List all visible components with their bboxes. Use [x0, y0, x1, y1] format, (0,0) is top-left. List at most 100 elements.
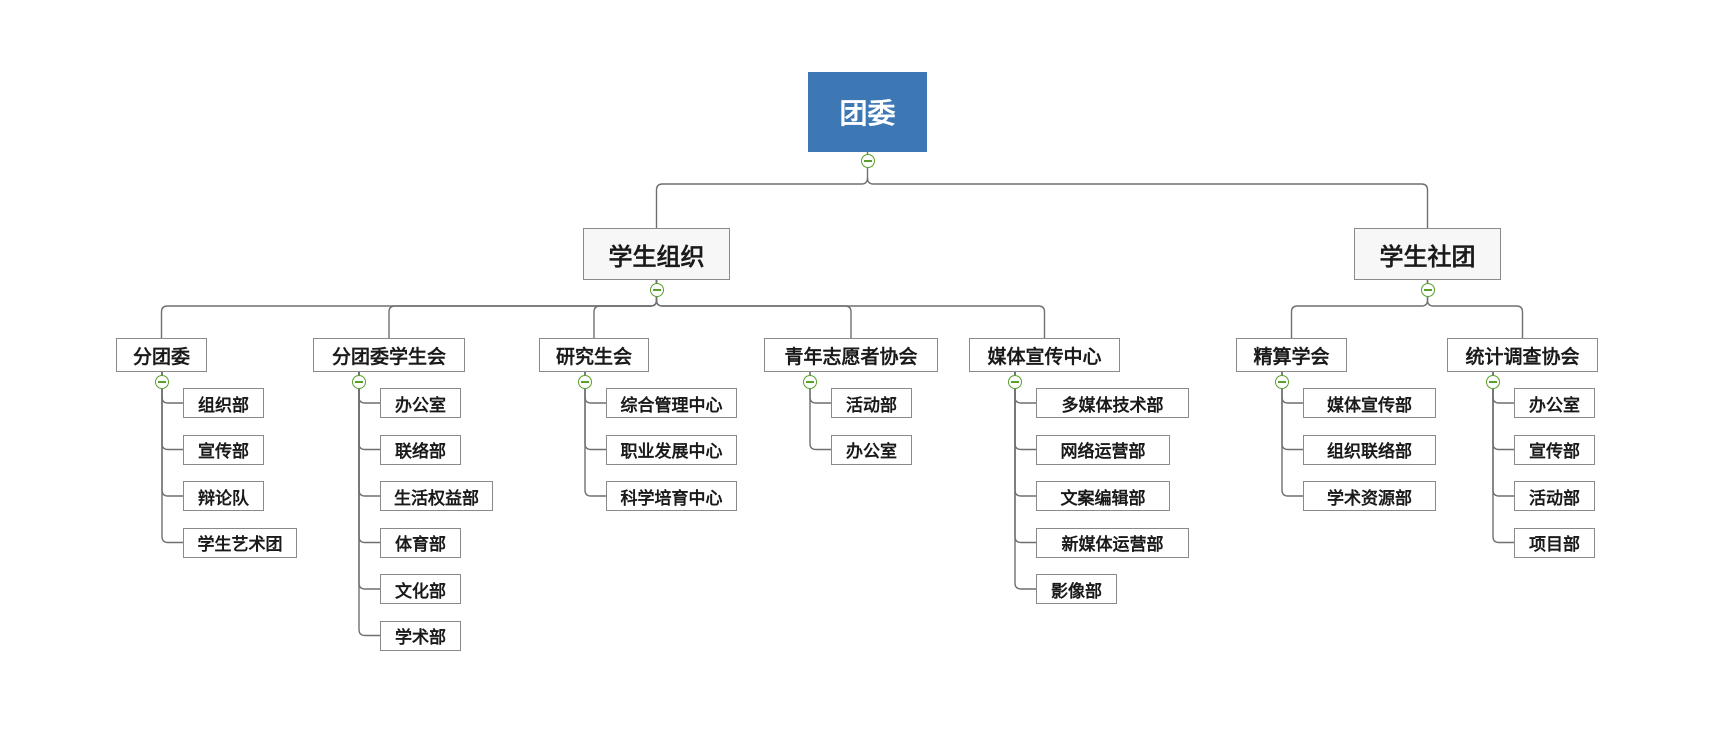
leaf-connector: [358, 372, 380, 544]
node-label: 办公室: [395, 395, 446, 416]
node-label: 研究生会: [555, 345, 632, 368]
node-label: 学术部: [395, 628, 446, 648]
leaf-node[interactable]: 宣传部: [183, 434, 264, 465]
level1-node[interactable]: 学生社团: [1354, 228, 1501, 280]
level2-node[interactable]: 分团委学生会: [313, 338, 465, 372]
leaf-connector: [1281, 372, 1303, 497]
node-label: 科学培育中心: [620, 488, 723, 509]
node-label: 分团委: [132, 345, 190, 368]
node-label: 团委: [839, 97, 896, 130]
root-to-left-branch: [655, 152, 869, 228]
root-to-right-branch: [866, 177, 1429, 228]
leaf-connector: [809, 372, 831, 451]
leaf-node[interactable]: 文案编辑部: [1036, 481, 1170, 511]
leaf-node[interactable]: 科学培育中心: [606, 481, 737, 511]
node-label: 办公室: [1529, 395, 1580, 416]
leaf-connector: [358, 372, 380, 497]
leaf-connector: [161, 372, 183, 497]
level2-node[interactable]: 分团委: [116, 338, 207, 372]
leaf-connector: [1492, 372, 1514, 544]
node-label: 体育部: [395, 535, 446, 555]
collapse-toggle-icon[interactable]: [649, 283, 664, 297]
leaf-node[interactable]: 媒体宣传部: [1303, 388, 1436, 418]
node-label: 分团委学生会: [331, 345, 446, 368]
leaf-node[interactable]: 办公室: [831, 434, 912, 465]
leaf-connector: [358, 372, 380, 590]
node-label: 生活权益部: [394, 488, 479, 509]
leaf-node[interactable]: 多媒体技术部: [1036, 388, 1189, 418]
node-label: 精算学会: [1253, 345, 1330, 368]
collapse-toggle-icon[interactable]: [1008, 375, 1022, 389]
branch-connector: [655, 280, 852, 338]
leaf-node[interactable]: 活动部: [831, 388, 912, 418]
level2-node[interactable]: 媒体宣传中心: [969, 338, 1120, 372]
leaf-node[interactable]: 文化部: [380, 574, 461, 604]
node-label: 学生社团: [1379, 242, 1476, 271]
node-label: 媒体宣传部: [1327, 395, 1412, 416]
leaf-node[interactable]: 活动部: [1514, 481, 1595, 511]
node-label: 多媒体技术部: [1061, 395, 1164, 416]
node-label: 组织部: [198, 395, 249, 416]
collapse-toggle-icon[interactable]: [1420, 283, 1435, 297]
node-label: 辩论队: [198, 488, 249, 509]
leaf-node[interactable]: 生活权益部: [380, 481, 493, 511]
branch-connector: [655, 280, 1046, 338]
leaf-node[interactable]: 影像部: [1036, 574, 1117, 604]
node-label: 项目部: [1529, 535, 1580, 555]
leaf-node[interactable]: 辩论队: [183, 481, 264, 511]
leaf-node[interactable]: 联络部: [380, 434, 461, 465]
node-label: 宣传部: [1529, 442, 1580, 462]
leaf-connector: [1014, 372, 1036, 590]
leaf-node[interactable]: 宣传部: [1514, 434, 1595, 465]
level2-node[interactable]: 统计调查协会: [1447, 338, 1598, 372]
leaf-node[interactable]: 新媒体运营部: [1036, 527, 1189, 558]
level2-node[interactable]: 精算学会: [1236, 338, 1347, 372]
root-node[interactable]: 团委: [808, 72, 927, 152]
level2-node[interactable]: 研究生会: [539, 338, 649, 372]
node-label: 青年志愿者协会: [784, 345, 918, 368]
collapse-toggle-icon[interactable]: [155, 375, 169, 389]
collapse-toggle-icon[interactable]: [860, 154, 875, 168]
collapse-toggle-icon[interactable]: [1486, 375, 1500, 389]
node-label: 文案编辑部: [1060, 488, 1146, 509]
leaf-node[interactable]: 组织联络部: [1303, 434, 1436, 465]
node-label: 组织联络部: [1327, 442, 1412, 462]
leaf-node[interactable]: 学术资源部: [1303, 481, 1436, 511]
node-label: 统计调查协会: [1465, 345, 1580, 368]
collapse-toggle-icon[interactable]: [803, 375, 817, 389]
node-label: 宣传部: [198, 442, 249, 462]
leaf-node[interactable]: 学生艺术团: [183, 527, 297, 558]
branch-connector: [388, 280, 658, 338]
collapse-toggle-icon[interactable]: [352, 375, 366, 389]
level1-node[interactable]: 学生组织: [583, 228, 730, 280]
leaf-node[interactable]: 职业发展中心: [606, 434, 737, 465]
branch-connector: [160, 280, 658, 338]
leaf-node[interactable]: 项目部: [1514, 527, 1595, 558]
leaf-node[interactable]: 办公室: [1514, 388, 1595, 418]
leaf-node[interactable]: 学术部: [380, 620, 461, 651]
node-label: 新媒体运营部: [1061, 535, 1164, 555]
level2-node[interactable]: 青年志愿者协会: [764, 338, 938, 372]
collapse-toggle-icon[interactable]: [578, 375, 592, 389]
node-label: 文化部: [395, 581, 446, 602]
node-label: 媒体宣传中心: [987, 345, 1102, 368]
leaf-connector: [1492, 372, 1514, 497]
node-label: 影像部: [1051, 581, 1102, 602]
leaf-node[interactable]: 组织部: [183, 388, 264, 418]
branch-connector: [1426, 280, 1524, 338]
node-label: 网络运营部: [1060, 442, 1146, 462]
node-label: 联络部: [395, 442, 446, 462]
node-label: 学生组织: [608, 242, 705, 271]
node-label: 活动部: [846, 395, 897, 416]
leaf-node[interactable]: 网络运营部: [1036, 434, 1170, 465]
leaf-connector: [358, 372, 380, 637]
collapse-toggle-icon[interactable]: [1275, 375, 1289, 389]
node-label: 职业发展中心: [620, 442, 723, 462]
leaf-node[interactable]: 办公室: [380, 388, 461, 418]
leaf-node[interactable]: 体育部: [380, 527, 461, 558]
leaf-node[interactable]: 综合管理中心: [606, 388, 737, 418]
leaf-connector: [1014, 372, 1036, 544]
leaf-connector: [1014, 372, 1036, 497]
